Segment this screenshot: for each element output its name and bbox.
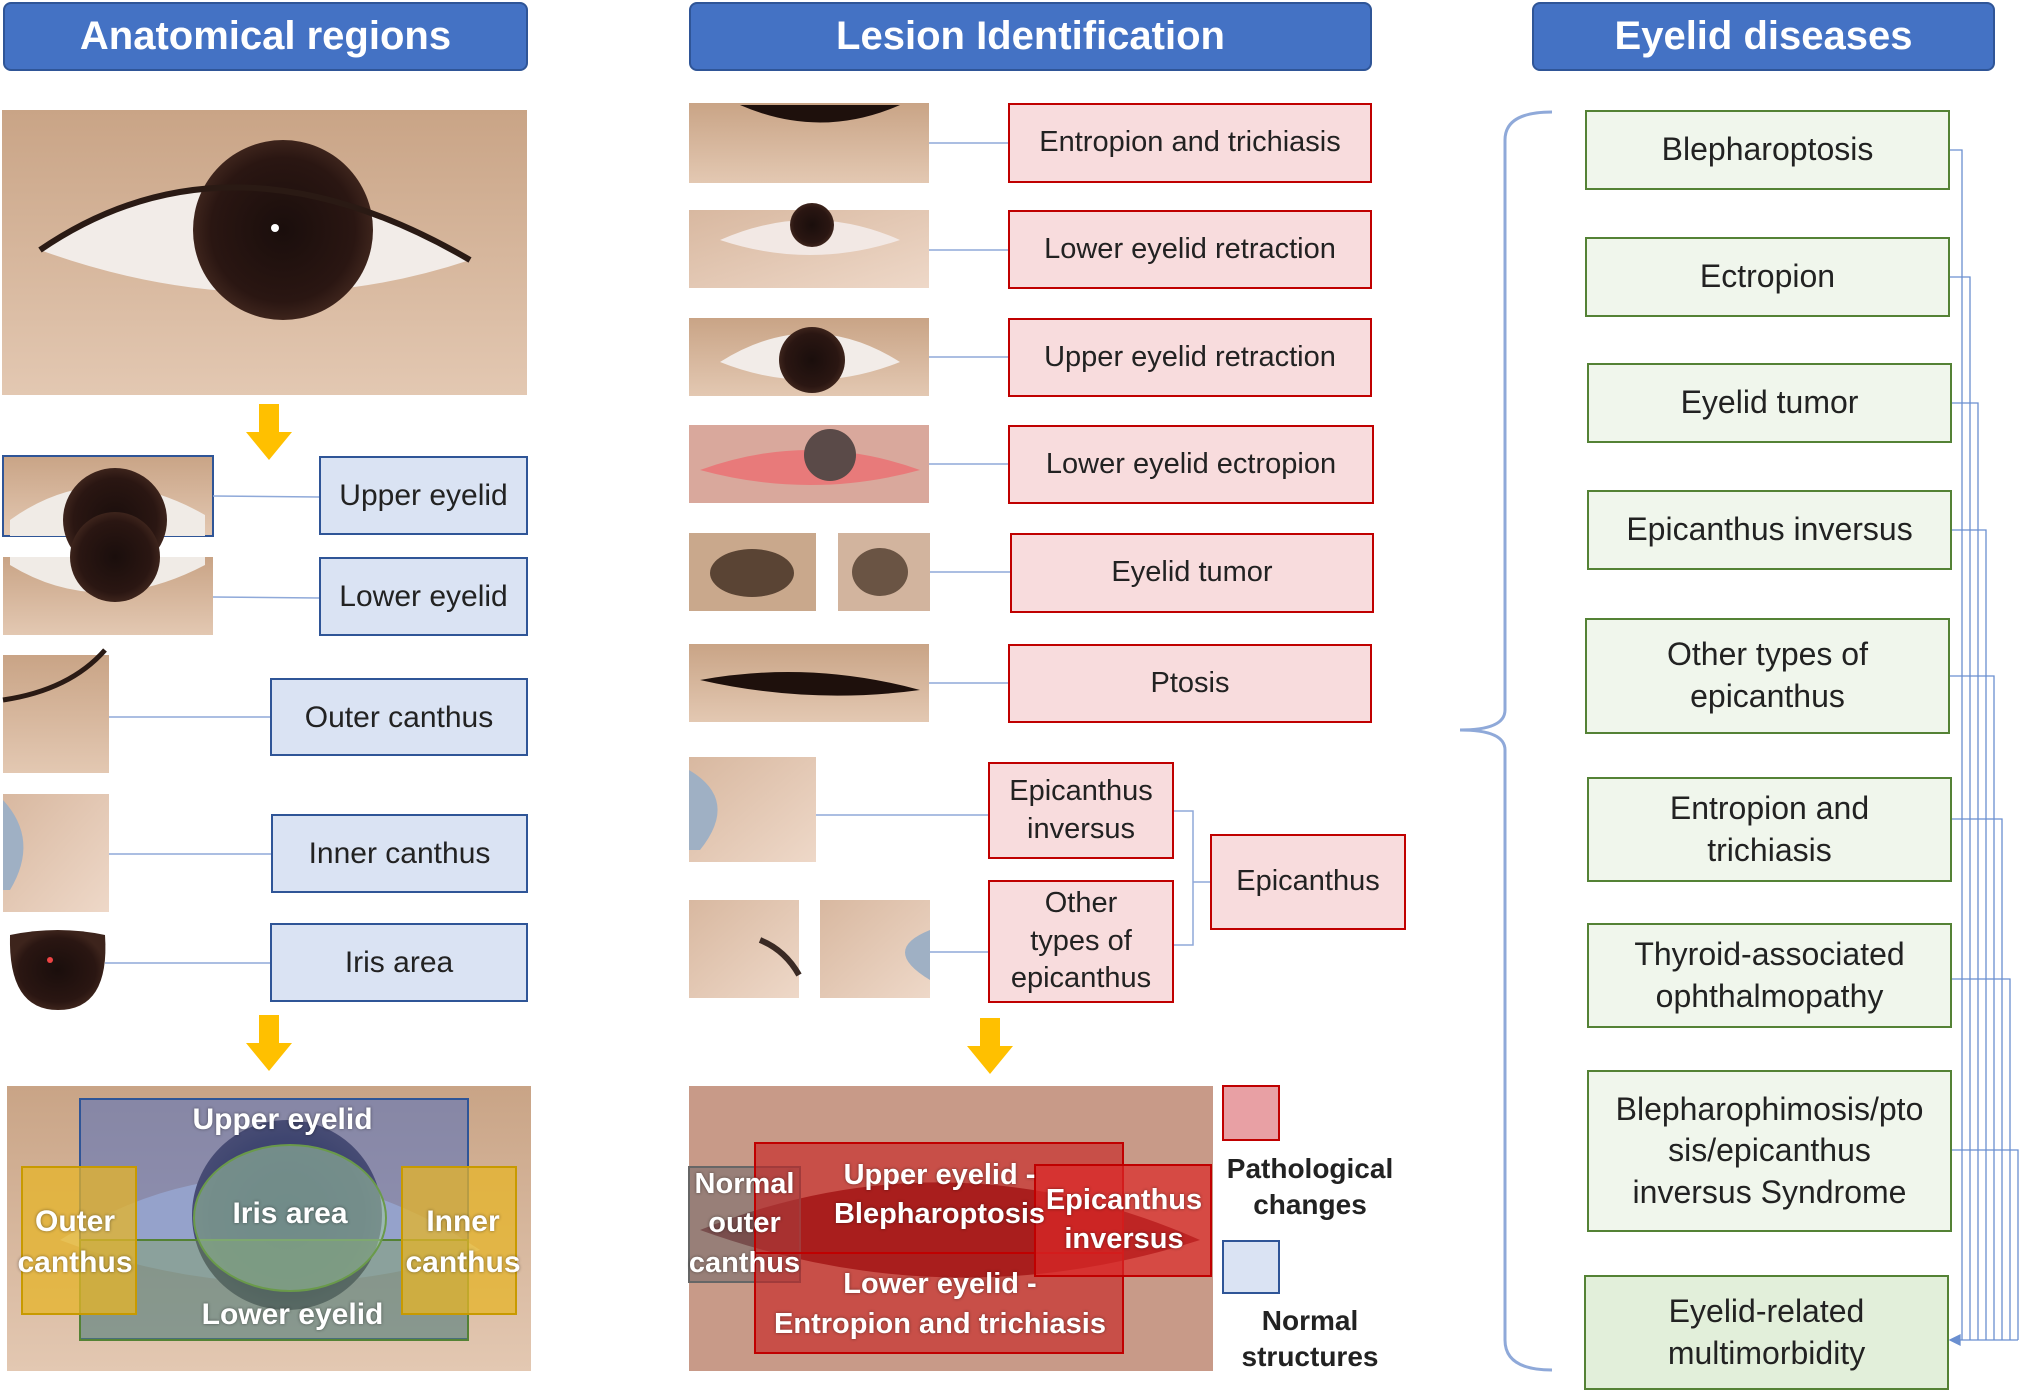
label-upper-eyelid-retraction: Upper eyelid retraction	[1008, 318, 1372, 397]
arrow-down-icons	[246, 404, 1013, 1074]
overlay-lower-eyelid-entropion: Lower eyelid - Entropion and trichiasis	[774, 1268, 1106, 1340]
overlay-upper-eyelid-blepharoptosis: Upper eyelid - Blepharoptosis	[833, 1158, 1046, 1230]
disease-ectropion: Ectropion	[1585, 237, 1950, 317]
header-lesion-identification: Lesion Identification	[689, 2, 1372, 71]
disease-entropion-trichiasis: Entropion and trichiasis	[1587, 777, 1952, 882]
label-lower-eyelid: Lower eyelid	[319, 557, 528, 636]
label-ptosis: Ptosis	[1008, 644, 1372, 723]
label-epicanthus: Epicanthus	[1210, 834, 1406, 930]
lower-eyelid-photo	[3, 512, 213, 635]
disease-blepharoptosis: Blepharoptosis	[1585, 110, 1950, 190]
legend-normal-swatch	[1222, 1240, 1280, 1294]
label-eyelid-tumor: Eyelid tumor	[1010, 533, 1374, 613]
label-entropion-trichiasis: Entropion and trichiasis	[1008, 103, 1372, 183]
label-lower-eyelid-ectropion: Lower eyelid ectropion	[1008, 425, 1374, 504]
lesion-photos	[689, 103, 930, 998]
label-inner-canthus: Inner canthus	[271, 814, 528, 893]
disease-other-epicanthus: Other types of epicanthus	[1585, 618, 1950, 734]
disease-epicanthus-inversus: Epicanthus inversus	[1587, 490, 1952, 570]
overlay-inner-canthus: Inner canthus	[405, 1205, 521, 1279]
eye-photo-large	[2, 110, 527, 395]
annotated-eye-left	[7, 1086, 531, 1371]
iris-area-photo	[9, 930, 106, 1010]
overlay-iris-area: Iris area	[232, 1196, 348, 1230]
label-epicanthus-inversus: Epicanthus inversus	[988, 762, 1174, 859]
multimorbidity-connectors	[1948, 149, 2019, 1347]
label-other-epicanthus: Other types of epicanthus	[988, 880, 1174, 1003]
inner-canthus-photo	[3, 794, 109, 912]
label-iris-area: Iris area	[270, 923, 528, 1002]
disease-thyroid-ophthalmopathy: Thyroid-associated ophthalmopathy	[1587, 923, 1952, 1028]
disease-eyelid-tumor: Eyelid tumor	[1587, 363, 1952, 443]
label-outer-canthus: Outer canthus	[270, 678, 528, 756]
legend-pathological-label: Pathological changes	[1226, 1152, 1394, 1220]
header-eyelid-diseases: Eyelid diseases	[1532, 2, 1995, 71]
header-anatomical-regions: Anatomical regions	[3, 2, 528, 71]
legend-pathological-swatch	[1222, 1085, 1280, 1141]
brace-icon	[1459, 110, 1553, 1372]
overlay-lower-eyelid: Lower eyelid	[201, 1297, 384, 1331]
overlay-epicanthus-inversus: Epicanthus inversus	[1045, 1183, 1203, 1255]
disease-bpes-syndrome: Blepharophimosis/pto sis/epicanthus inve…	[1587, 1070, 1952, 1232]
disease-eyelid-multimorbidity: Eyelid-related multimorbidity	[1584, 1275, 1949, 1390]
annotated-eye-middle	[688, 1086, 1213, 1371]
outer-canthus-photo	[2, 648, 109, 773]
label-lower-eyelid-retraction: Lower eyelid retraction	[1008, 210, 1372, 289]
overlay-outer-canthus: Outer canthus	[17, 1205, 133, 1279]
overlay-upper-eyelid: Upper eyelid	[192, 1102, 373, 1136]
legend-normal-label: Normal structures	[1241, 1304, 1379, 1372]
label-upper-eyelid: Upper eyelid	[319, 456, 528, 535]
overlay-normal-outer-canthus: Normal outer canthus	[688, 1168, 801, 1279]
